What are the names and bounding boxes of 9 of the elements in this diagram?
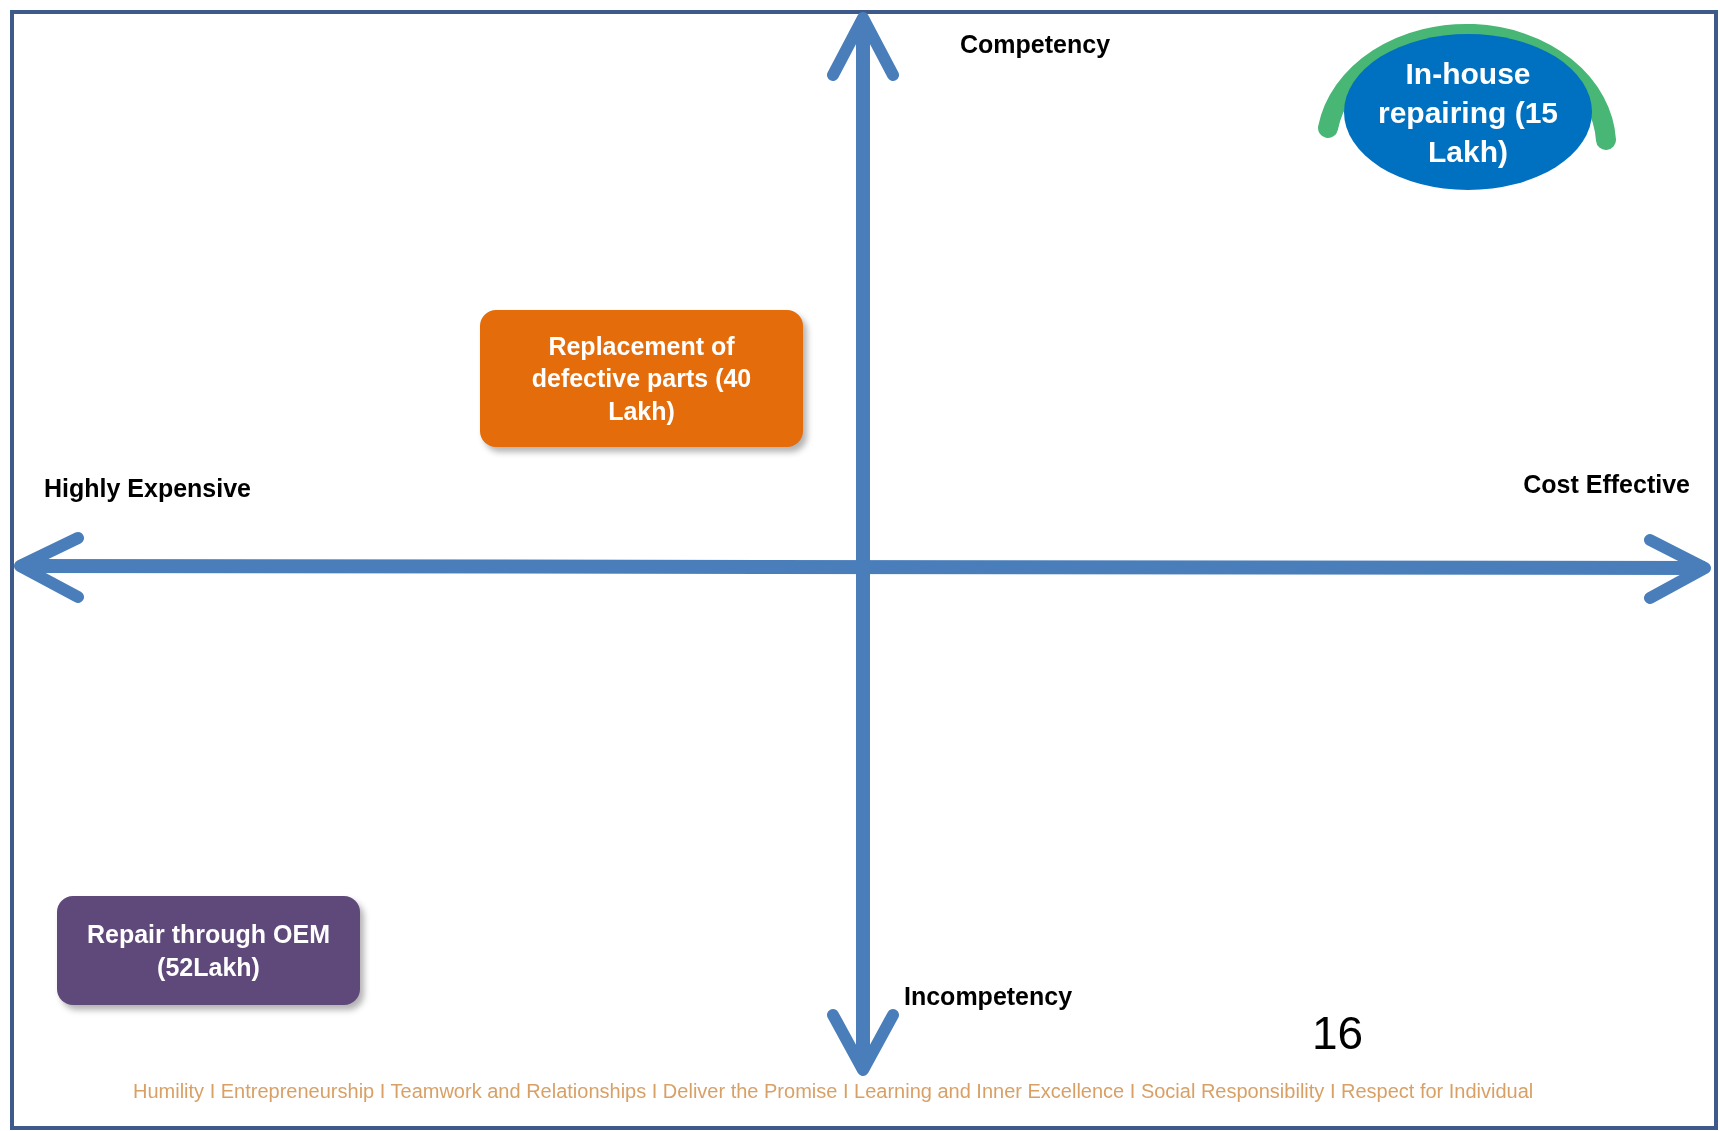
page-number: 16 — [1312, 1006, 1364, 1060]
axis-label: Competency — [960, 30, 1111, 59]
axis-label: Incompetency — [904, 982, 1073, 1011]
axis-label: Cost Effective — [1523, 470, 1690, 499]
process-box: Repair through OEM (52Lakh) — [57, 896, 360, 1005]
ellipse-node: In-house repairing (15 Lakh) — [1344, 34, 1592, 190]
axis-label: Highly Expensive — [44, 474, 252, 503]
footer-text: Humility I Entrepreneurship I Teamwork and Relationships I Deliver the Promise I Learning and Inner Excellence I Social Responsibility I Respect for Individual — [133, 1080, 1534, 1103]
process-box: Replacement of defective parts (40 Lakh) — [480, 310, 803, 447]
